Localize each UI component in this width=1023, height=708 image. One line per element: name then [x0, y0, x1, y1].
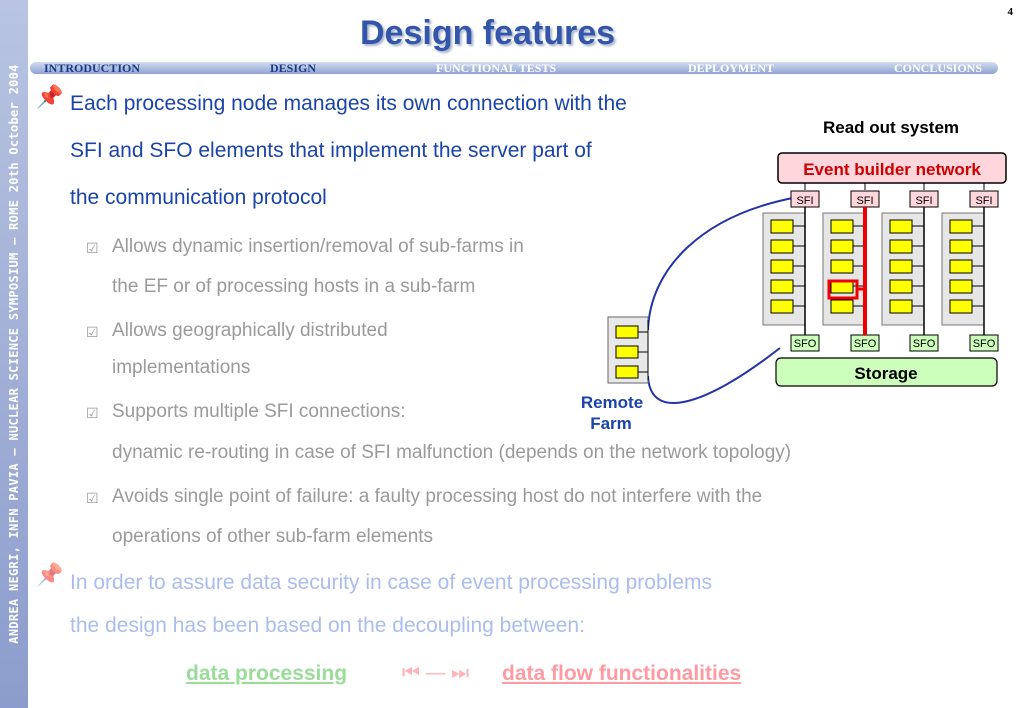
- sfo-label: SFO: [913, 338, 936, 350]
- processing-host: [949, 279, 973, 294]
- storage-label: Storage: [854, 364, 917, 383]
- storage-box: [775, 357, 998, 387]
- bullet-2-line-1: In order to assure data security in case…: [70, 571, 712, 594]
- sub-3-line-2: dynamic re-routing in case of SFI malfun…: [112, 442, 792, 463]
- sfo-label: SFO: [854, 338, 877, 350]
- processing-host: [889, 219, 913, 234]
- processing-host: [830, 299, 854, 314]
- bullet-1-line-1: Each processing node manages its own con…: [70, 92, 627, 115]
- sub-1-line-2: the EF or of processing hosts in a sub-f…: [112, 276, 476, 297]
- remote-host: [615, 345, 639, 359]
- sub-4-line-2: operations of other sub-farm elements: [112, 526, 434, 547]
- sub-3-line-1: Supports multiple SFI connections:: [112, 401, 406, 422]
- pushpin-icon: 📌: [36, 562, 64, 587]
- checkbox-icon: ☑: [86, 324, 99, 340]
- sfi-label: SFI: [856, 195, 873, 207]
- processing-host: [830, 239, 854, 254]
- processing-host: [830, 219, 854, 234]
- checkbox-icon: ☑: [86, 240, 99, 256]
- processing-host: [889, 279, 913, 294]
- slide-title: Design features: [360, 14, 616, 52]
- bullet-1-line-2: SFI and SFO elements that implement the …: [70, 139, 592, 162]
- processing-host: [889, 299, 913, 314]
- bullet-1-line-3: the communication protocol: [70, 186, 327, 209]
- sfo-label: SFO: [973, 338, 996, 350]
- sfi-box: [909, 190, 939, 208]
- processing-host: [949, 259, 973, 274]
- processing-host: [949, 299, 973, 314]
- pushpin-icon: 📌: [36, 84, 64, 109]
- remote-link-sfo: [647, 347, 781, 405]
- nav-item-deployment[interactable]: DEPLOYMENT: [688, 61, 775, 75]
- remote-link-sfi: [647, 196, 799, 331]
- sfo-box: [790, 334, 820, 352]
- processing-host: [830, 259, 854, 274]
- processing-host: [770, 259, 794, 274]
- sidebar: ANDREA NEGRI, INFN PAVIA – NUCLEAR SCIEN…: [0, 0, 28, 708]
- processing-host: [770, 299, 794, 314]
- sub-2-line-2: implementations: [112, 357, 251, 378]
- nav-item-introduction[interactable]: INTRODUCTION: [44, 61, 141, 75]
- remote-label-line-1: Remote: [581, 393, 643, 412]
- sfo-label: SFO: [794, 338, 817, 350]
- processing-host: [770, 239, 794, 254]
- checkbox-icon: ☑: [86, 490, 99, 506]
- checkbox-icon: ☑: [86, 405, 99, 421]
- remote-host: [615, 365, 639, 379]
- readout-label: Read out system: [823, 118, 959, 137]
- sub-1-line-1: Allows dynamic insertion/removal of sub-…: [112, 236, 524, 257]
- processing-host: [770, 219, 794, 234]
- sfi-box: [790, 190, 820, 208]
- processing-host: [949, 219, 973, 234]
- bullet-2-line-2: the design has been based on the decoupl…: [70, 614, 585, 637]
- sfo-box: [969, 334, 999, 352]
- processing-host: [770, 279, 794, 294]
- processing-host: [949, 239, 973, 254]
- page-number: 4: [1007, 6, 1014, 18]
- data-flow-link[interactable]: data flow functionalities: [502, 662, 742, 685]
- ebn-ticks: [804, 183, 985, 190]
- sfi-label: SFI: [975, 195, 992, 207]
- ebn-label: Event builder network: [803, 160, 981, 179]
- event-builder-network-box: [777, 152, 1007, 184]
- sfi-label: SFI: [915, 195, 932, 207]
- nav-item-design[interactable]: DESIGN: [270, 61, 317, 75]
- sub-4-line-1: Avoids single point of failure: a faulty…: [112, 486, 763, 507]
- sfo-box: [909, 334, 939, 352]
- sfi-label: SFI: [796, 195, 813, 207]
- processing-host: [889, 239, 913, 254]
- remote-host: [615, 325, 639, 339]
- sub-2-line-1: Allows geographically distributed: [112, 320, 388, 341]
- nav-bar: INTRODUCTION DESIGN FUNCTIONAL TESTS DEP…: [30, 62, 998, 74]
- nav-item-functional-tests[interactable]: FUNCTIONAL TESTS: [436, 61, 557, 75]
- decoupling-arrows: ⏮ — ⏭: [402, 662, 470, 684]
- remote-label-line-2: Farm: [590, 414, 632, 433]
- data-processing-link[interactable]: data processing: [186, 662, 348, 685]
- sub-farms: SFI SFO SFI SFO SFI SFO SFI SFO: [762, 190, 999, 352]
- sfi-box: [969, 190, 999, 208]
- nav-item-conclusions[interactable]: CONCLUSIONS: [894, 61, 983, 75]
- processing-host: [889, 259, 913, 274]
